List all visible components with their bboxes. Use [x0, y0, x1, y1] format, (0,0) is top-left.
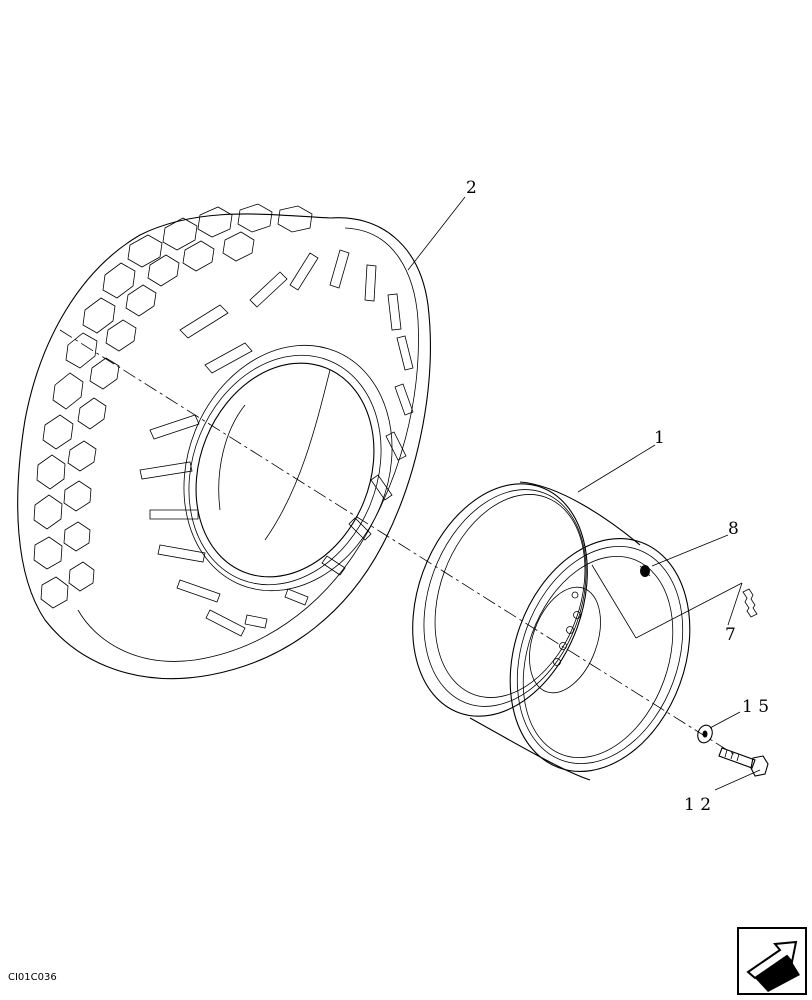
wheel-rim: [412, 481, 691, 781]
tire-tread-blocks: [33, 203, 313, 609]
leader-lines: [407, 196, 761, 791]
tire-sidewall-lugs: [139, 249, 414, 637]
valve-cap: [742, 588, 758, 618]
wheel-bolt: [718, 747, 769, 777]
callout-rim: 1: [654, 428, 665, 448]
next-page-arrow-icon[interactable]: [737, 927, 807, 995]
callout-valve-cap: 7: [725, 625, 736, 645]
callout-bolt: 1 2: [684, 795, 711, 815]
valve-stem: [639, 565, 651, 577]
tire: [17, 203, 431, 680]
callout-washer: 1 5: [742, 697, 769, 717]
callout-tire: 2: [466, 178, 477, 198]
washer: [697, 724, 713, 744]
drawing-code: CI01C036: [8, 972, 57, 983]
callout-valve: 8: [728, 519, 739, 539]
wheel-axis-centerline: [59, 329, 736, 756]
